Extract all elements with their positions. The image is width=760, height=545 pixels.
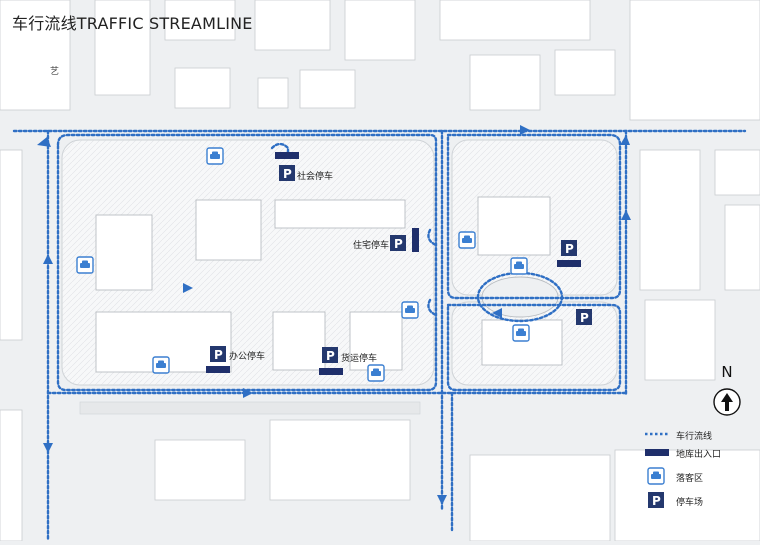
north-arrow-icon xyxy=(713,388,741,416)
road-name-label: 艺 xyxy=(50,67,60,77)
garage-entrances xyxy=(206,152,581,375)
garage-entrance xyxy=(557,260,581,267)
compass-north-label: N xyxy=(721,363,733,381)
legend-flow-label: 车行流线 xyxy=(676,432,713,442)
legend-graphics: P xyxy=(645,432,669,508)
arrow-icon xyxy=(243,388,253,398)
parking-sign-icon: P xyxy=(390,235,406,251)
svg-text:P: P xyxy=(326,349,335,363)
traffic-flow-lines xyxy=(12,129,747,543)
compass: N xyxy=(711,364,743,380)
social-parking-label: 社会停车 xyxy=(297,172,334,182)
parking-signs: P P P P P P xyxy=(210,165,592,363)
dropoff-zones xyxy=(76,147,530,382)
car-dropoff-icon xyxy=(510,257,528,275)
flow-direction-arrows xyxy=(37,125,631,505)
parking-sign-icon: P xyxy=(576,309,592,325)
residential-parking-label: 住宅停车 xyxy=(353,241,390,251)
parking-sign-icon: P xyxy=(322,347,338,363)
car-dropoff-icon xyxy=(152,356,170,374)
arrow-icon xyxy=(621,210,631,220)
arrow-icon xyxy=(43,254,53,264)
svg-text:P: P xyxy=(214,348,223,362)
legend-parking-label: 停车场 xyxy=(676,498,704,508)
arrow-icon xyxy=(37,137,51,147)
legend-garage-label: 地库出入口 xyxy=(676,450,722,460)
car-dropoff-icon xyxy=(512,324,530,342)
arrow-icon xyxy=(183,283,193,293)
parking-sign-icon: P xyxy=(279,165,295,181)
office-parking-label: 办公停车 xyxy=(229,352,266,362)
car-dropoff-icon xyxy=(367,364,385,382)
garage-entrance xyxy=(275,152,299,159)
garage-entrance xyxy=(412,228,419,252)
arrow-icon xyxy=(43,443,53,453)
parking-sign-icon: P xyxy=(561,240,577,256)
svg-text:P: P xyxy=(283,167,292,181)
car-dropoff-icon xyxy=(401,301,419,319)
parking-sign-icon: P xyxy=(210,346,226,362)
arrow-icon xyxy=(620,135,630,145)
svg-text:P: P xyxy=(565,242,574,256)
garage-entrance xyxy=(206,366,230,373)
arrow-icon xyxy=(437,495,447,505)
car-dropoff-icon xyxy=(76,256,94,274)
svg-text:P: P xyxy=(652,494,661,508)
svg-text:P: P xyxy=(580,311,589,325)
car-dropoff-icon xyxy=(647,467,665,485)
parking-sign-icon: P xyxy=(648,492,664,508)
svg-text:P: P xyxy=(394,237,403,251)
arrow-icon xyxy=(492,308,502,318)
garage-entrance xyxy=(319,368,343,375)
car-dropoff-icon xyxy=(206,147,224,165)
car-dropoff-icon xyxy=(458,231,476,249)
arrow-icon xyxy=(520,125,530,135)
map-title: 车行流线TRAFFIC STREAMLINE xyxy=(12,14,253,33)
legend-dropoff-label: 落客区 xyxy=(676,474,704,484)
freight-parking-label: 货运停车 xyxy=(341,354,378,364)
